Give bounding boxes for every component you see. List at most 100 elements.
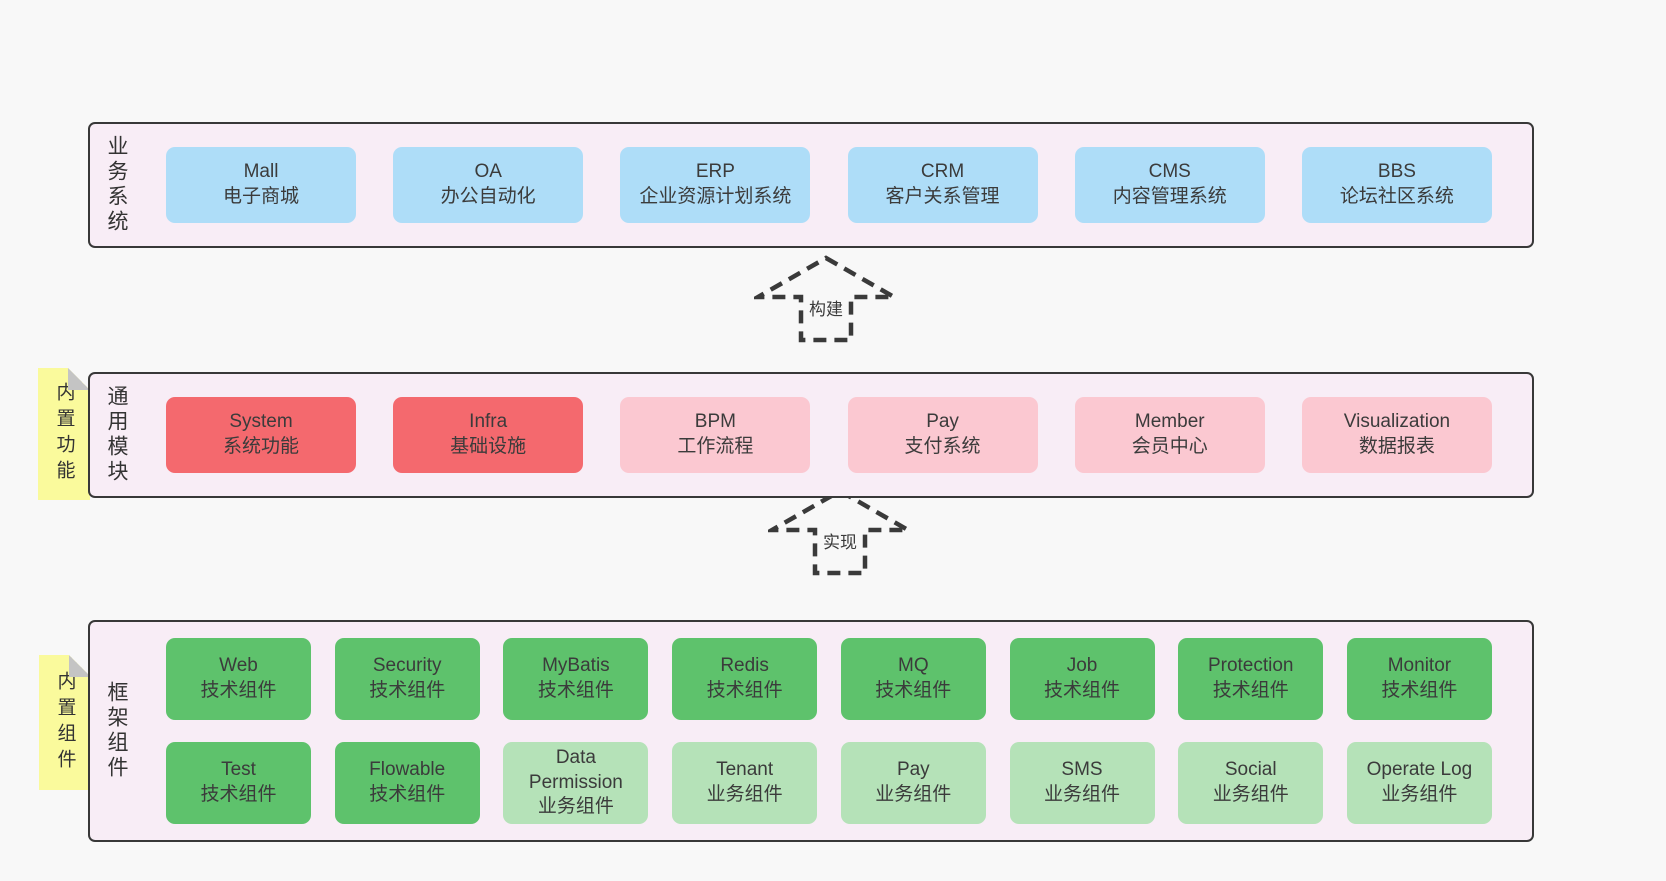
box-subtitle: 技术组件 <box>706 680 783 701</box>
box-tenant: Tenant 业务组件 <box>672 742 818 824</box>
box-data-permission: Data Permission 业务组件 <box>503 742 649 824</box>
box-subtitle: 会员中心 <box>1131 436 1208 457</box>
box-subtitle: 业务组件 <box>537 796 614 818</box>
box-sms: SMS 业务组件 <box>1009 742 1155 824</box>
box-subtitle: 企业资源计划系统 <box>639 186 792 207</box>
box-cms: CMS 内容管理系统 <box>1074 147 1265 223</box>
box-title: Social <box>1224 759 1277 781</box>
box-subtitle: 技术组件 <box>200 784 277 805</box>
box-operate-log: Operate Log 业务组件 <box>1346 742 1492 824</box>
box-title: SMS <box>1061 759 1103 781</box>
box-visualization: Visualization 数据报表 <box>1301 397 1492 473</box>
box-monitor: Monitor 技术组件 <box>1346 638 1492 720</box>
box-erp: ERP 企业资源计划系统 <box>620 147 811 223</box>
box-title: Infra <box>469 411 508 433</box>
box-subtitle: 电子商城 <box>222 186 299 207</box>
box-title: Test <box>221 759 256 781</box>
box-security: Security 技术组件 <box>334 638 480 720</box>
box-bbs: BBS 论坛社区系统 <box>1301 147 1492 223</box>
box-title: MQ <box>898 655 929 677</box>
box-title: Job <box>1066 655 1098 677</box>
box-title: ERP <box>695 161 735 183</box>
box-mq: MQ 技术组件 <box>840 638 986 720</box>
arrow-implement-label: 实现 <box>819 526 861 555</box>
box-member: Member 会员中心 <box>1074 397 1265 473</box>
box-subtitle: 业务组件 <box>1044 784 1121 805</box>
sticky-note-builtin-features: 内置功能 <box>38 368 90 500</box>
box-flowable: Flowable 技术组件 <box>334 742 480 824</box>
box-subtitle: 技术组件 <box>1212 680 1289 701</box>
box-subtitle: 技术组件 <box>537 680 614 701</box>
box-subtitle: 技术组件 <box>369 784 446 805</box>
box-subtitle: 办公自动化 <box>440 186 536 207</box>
arrow-build-label: 构建 <box>805 293 847 322</box>
business-systems-label: 业务系统 <box>105 135 128 235</box>
framework-components-label: 框架组件 <box>105 681 128 781</box>
box-subtitle: 论坛社区系统 <box>1339 186 1454 207</box>
up-block-arrow-icon <box>768 488 912 576</box>
arrow-implement: 实现 <box>768 488 912 576</box>
box-title: BPM <box>694 411 736 433</box>
box-title: CRM <box>920 161 965 183</box>
box-subtitle: 技术组件 <box>369 680 446 701</box>
box-subtitle: 业务组件 <box>1212 784 1289 805</box>
box-oa: OA 办公自动化 <box>393 147 584 223</box>
box-subtitle: 技术组件 <box>200 680 277 701</box>
box-subtitle: 客户关系管理 <box>885 186 1000 207</box>
box-title: Tenant <box>716 759 774 781</box>
box-web: Web 技术组件 <box>166 638 311 720</box>
box-job: Job 技术组件 <box>1009 638 1155 720</box>
box-crm: CRM 客户关系管理 <box>847 147 1038 223</box>
up-block-arrow-icon <box>754 255 898 343</box>
box-subtitle: 技术组件 <box>1381 680 1458 701</box>
box-subtitle: 工作流程 <box>677 436 754 457</box>
box-title: BBS <box>1377 161 1416 183</box>
box-title: Web <box>219 655 258 677</box>
box-title: Monitor <box>1387 655 1452 677</box>
box-subtitle: 技术组件 <box>1044 680 1121 701</box>
box-pay: Pay 业务组件 <box>840 742 986 824</box>
box-title: OA <box>474 161 502 183</box>
box-social: Social 业务组件 <box>1178 742 1324 824</box>
box-subtitle: 业务组件 <box>706 784 783 805</box>
box-title: Protection <box>1207 655 1294 677</box>
arrow-build: 构建 <box>754 255 898 343</box>
sticky-note-text: 内置组件 <box>54 670 76 775</box>
box-title: Operate Log <box>1366 759 1473 781</box>
box-title: Data Permission <box>528 746 623 793</box>
box-subtitle: 数据报表 <box>1358 436 1435 457</box>
box-subtitle: 业务组件 <box>875 784 952 805</box>
box-subtitle: 技术组件 <box>875 680 952 701</box>
sticky-note-text: 内置功能 <box>53 382 75 486</box>
box-test: Test 技术组件 <box>166 742 311 824</box>
common-modules-label: 通用模块 <box>105 385 128 485</box>
box-title: Security <box>372 655 442 677</box>
box-pay: Pay 支付系统 <box>847 397 1038 473</box>
box-subtitle: 支付系统 <box>904 436 981 457</box>
box-title: System <box>229 411 293 433</box>
box-title: Flowable <box>369 759 446 781</box>
box-subtitle: 业务组件 <box>1381 784 1458 805</box>
box-protection: Protection 技术组件 <box>1178 638 1324 720</box>
sticky-note-builtin-components: 内置组件 <box>39 655 91 790</box>
box-title: CMS <box>1148 161 1191 183</box>
box-subtitle: 内容管理系统 <box>1112 186 1227 207</box>
box-title: Visualization <box>1343 411 1451 433</box>
box-title: Pay <box>896 759 930 781</box>
box-title: Member <box>1134 411 1205 433</box>
box-title: Pay <box>926 411 959 433</box>
box-bpm: BPM 工作流程 <box>620 397 811 473</box>
